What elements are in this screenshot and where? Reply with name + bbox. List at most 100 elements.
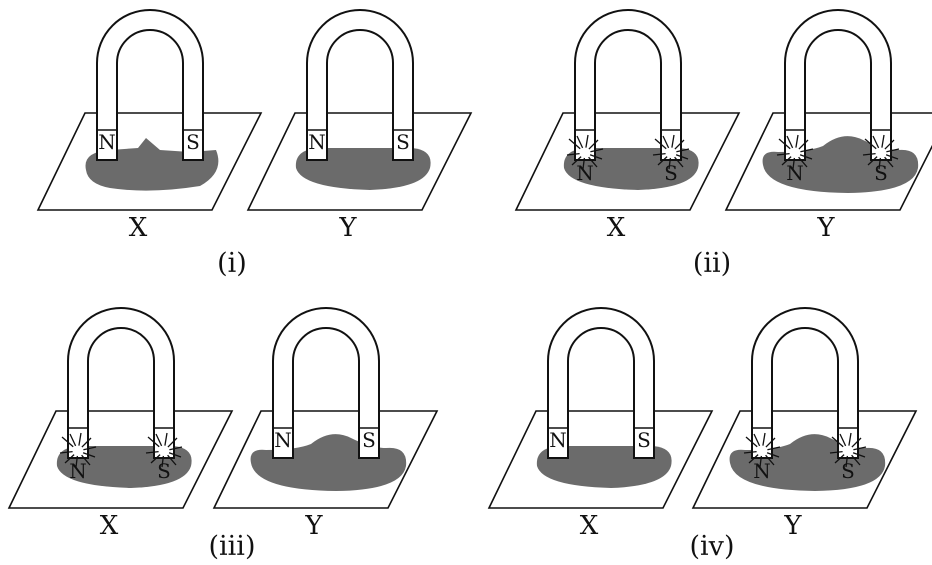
filing-spike	[767, 446, 781, 451]
filing-spike	[748, 454, 759, 464]
filing-spike	[64, 454, 75, 464]
filing-spike	[674, 139, 685, 150]
pole-label-south: S	[157, 459, 171, 483]
pole-glow	[580, 148, 590, 158]
horseshoe-magnet	[751, 307, 859, 459]
filing-spike	[885, 154, 899, 160]
filing-spike	[851, 454, 861, 466]
pole-label-north: N	[786, 161, 804, 185]
filing-spike	[167, 454, 177, 466]
setup-label-y: Y	[304, 511, 323, 541]
filing-spike	[582, 157, 586, 170]
filing-spike	[588, 156, 598, 168]
filing-spike	[759, 455, 763, 468]
filing-spike	[668, 157, 672, 170]
filing-spike	[886, 148, 900, 153]
filing-spike	[792, 157, 796, 170]
option-label: (iv)	[690, 531, 735, 562]
option-label: (iii)	[209, 531, 256, 562]
filing-spike	[743, 450, 757, 454]
filing-spike	[753, 433, 761, 447]
pole-label-north: N	[576, 161, 594, 185]
horseshoe-magnet	[272, 307, 380, 459]
filing-spike	[766, 452, 780, 458]
filing-spike	[878, 157, 882, 170]
filing-spike	[168, 452, 182, 458]
pole-label-north: N	[274, 428, 292, 452]
filing-spike	[61, 436, 74, 448]
filing-spike	[762, 432, 766, 446]
filing-spike	[799, 154, 813, 160]
pole-label-south: S	[841, 459, 855, 483]
pole-label-south: S	[396, 130, 410, 154]
setup-label-y: Y	[338, 213, 357, 243]
horseshoe-magnet	[574, 9, 682, 161]
filing-spike	[147, 436, 160, 448]
filing-spike	[169, 446, 183, 451]
filing-spike	[81, 454, 91, 466]
pole-glow	[159, 446, 169, 456]
magnet-setup-i-y: N S Y	[246, 9, 473, 243]
filing-spike	[155, 433, 163, 447]
filing-spike	[590, 148, 604, 153]
filing-spike	[81, 437, 92, 448]
pole-label-south: S	[186, 130, 200, 154]
option-label: (ii)	[693, 248, 731, 279]
filing-spike	[675, 154, 689, 160]
filing-spike	[862, 152, 876, 156]
setup-label-y: Y	[783, 511, 802, 541]
filing-spike	[851, 437, 862, 448]
setup-label-x: X	[607, 213, 626, 243]
filing-spike	[566, 152, 580, 156]
filing-spike	[82, 452, 96, 458]
filing-spike	[145, 450, 159, 454]
filing-spike	[839, 433, 847, 447]
filing-spike	[864, 138, 877, 150]
filing-spike	[585, 134, 589, 148]
magnet-setup-iii-y: N S Y	[212, 307, 439, 541]
filing-spike	[589, 154, 603, 160]
pole-label-north: N	[308, 130, 326, 154]
iron-filings	[85, 138, 219, 191]
filing-spike	[884, 139, 895, 150]
filing-spike	[867, 156, 878, 166]
pole-glow	[73, 446, 83, 456]
filing-spike	[568, 138, 581, 150]
filing-spike	[662, 135, 670, 149]
filing-spike	[83, 446, 97, 451]
setup-label-x: X	[129, 213, 148, 243]
pole-label-north: N	[549, 428, 567, 452]
filing-spike	[829, 450, 843, 454]
filing-spike	[853, 446, 867, 451]
filing-spike	[576, 135, 584, 149]
filing-spike	[78, 432, 82, 446]
filing-spike	[571, 156, 582, 166]
filing-spike	[69, 433, 77, 447]
setup-label-y: Y	[816, 213, 835, 243]
filing-spike	[765, 454, 775, 466]
filing-spike	[852, 452, 866, 458]
horseshoe-magnet	[96, 9, 204, 161]
pole-label-north: N	[69, 459, 87, 483]
filing-spike	[872, 135, 880, 149]
filing-spike	[798, 139, 809, 150]
filing-spike	[745, 436, 758, 448]
filing-spike	[674, 156, 684, 168]
horseshoe-magnet	[547, 307, 655, 459]
pole-label-south: S	[874, 161, 888, 185]
filing-spike	[881, 134, 885, 148]
filing-spike	[831, 436, 844, 448]
filing-spike	[75, 455, 79, 468]
pole-label-south: S	[362, 428, 376, 452]
pole-glow	[790, 148, 800, 158]
setup-label-x: X	[580, 511, 599, 541]
filing-spike	[800, 148, 814, 153]
filing-spike	[164, 432, 168, 446]
filing-spike	[588, 139, 599, 150]
